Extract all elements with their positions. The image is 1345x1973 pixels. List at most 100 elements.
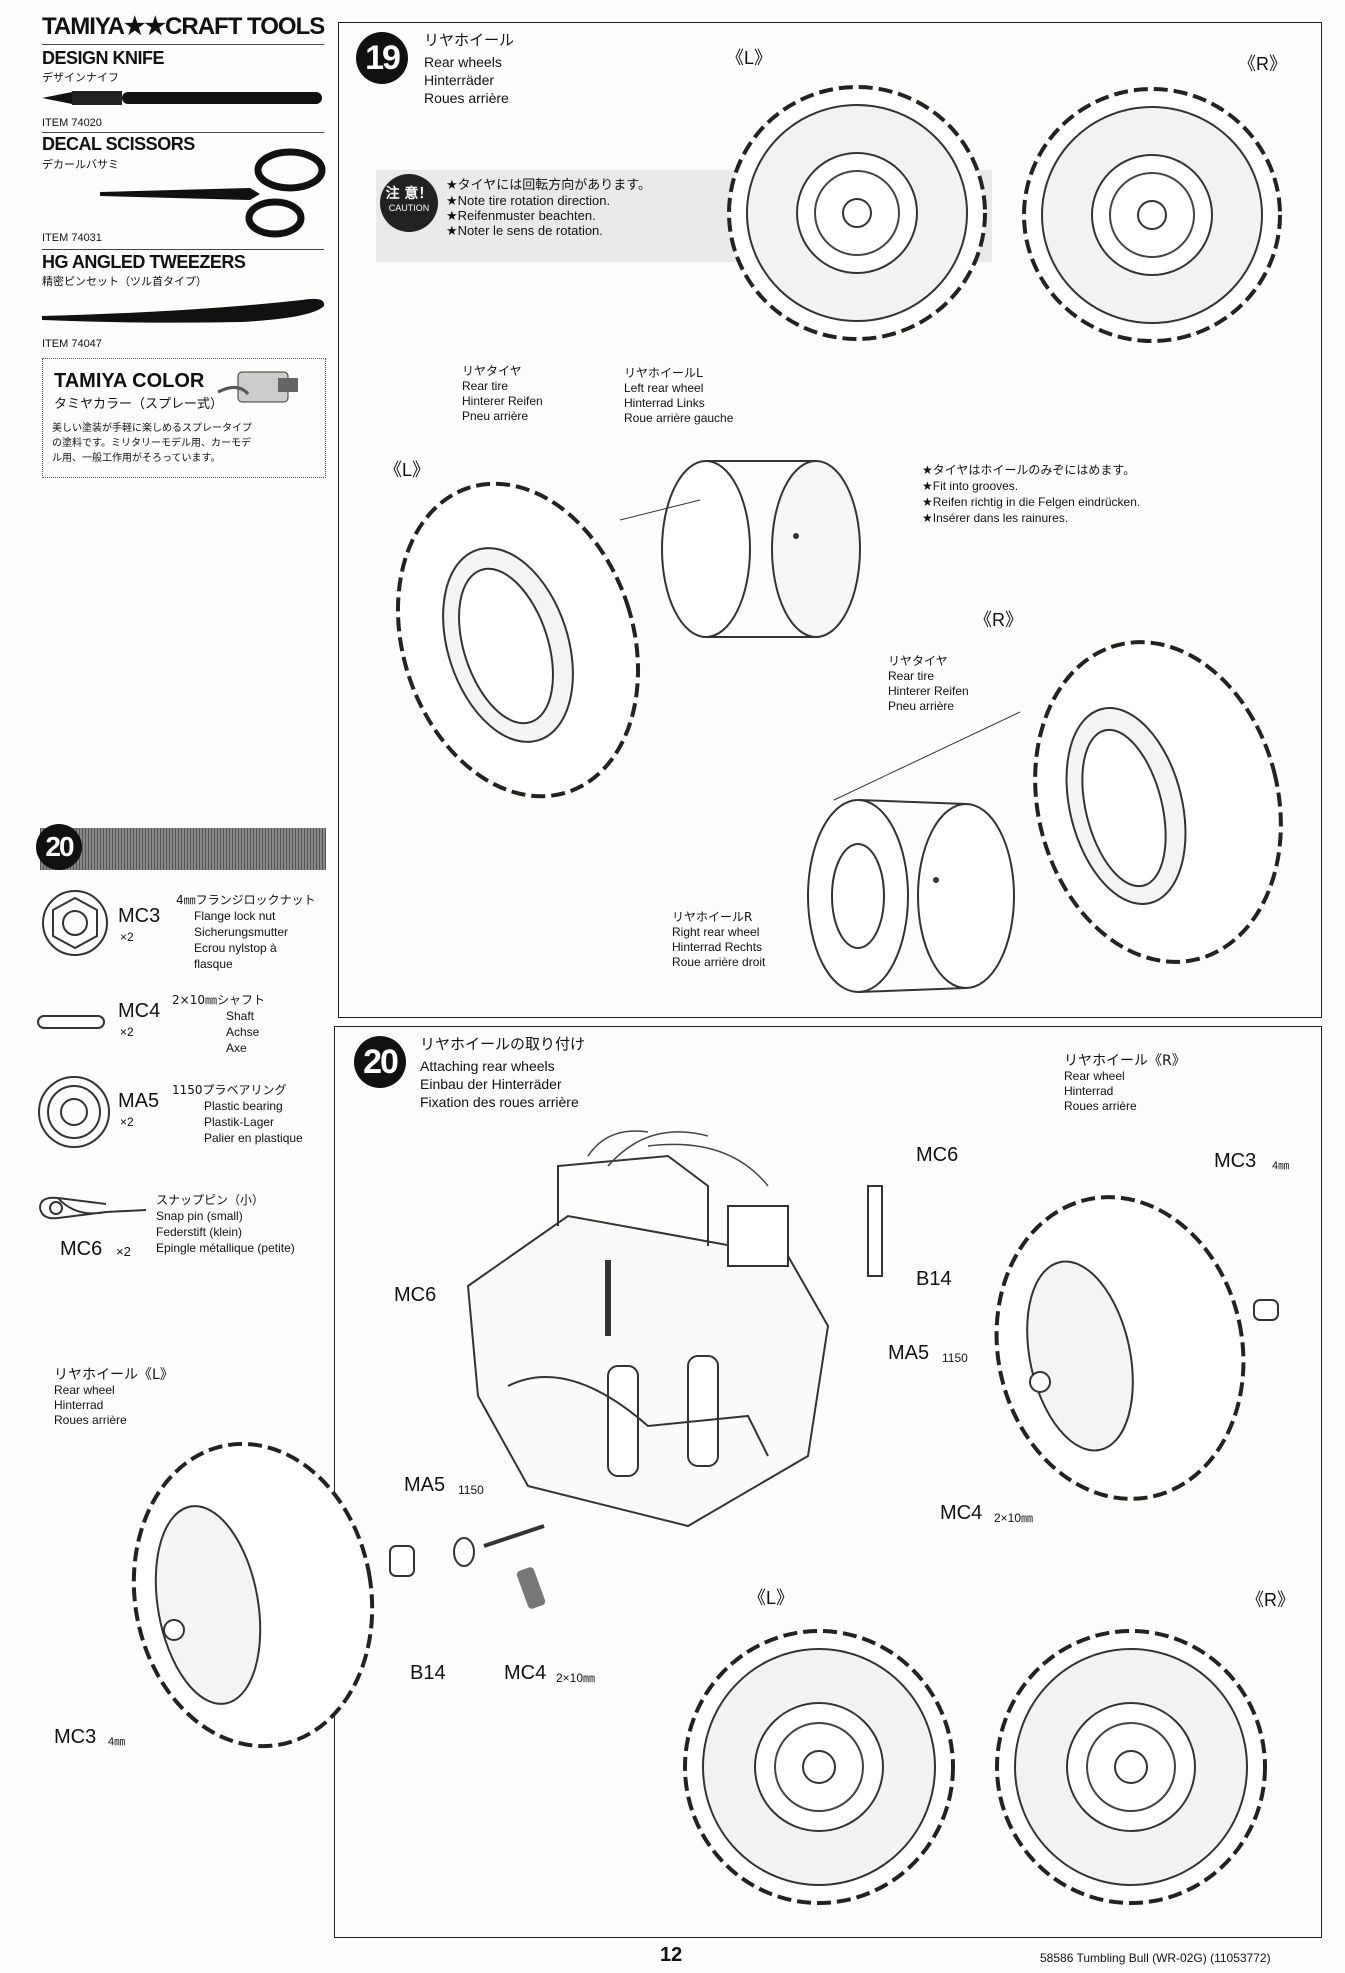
tamiya-color-box bbox=[42, 358, 326, 478]
part-fr-mc4: Axe bbox=[226, 1041, 247, 1055]
step19-title-jp: リヤホイール bbox=[424, 31, 515, 49]
right-wheel-fr: Roue arrière droit bbox=[672, 955, 766, 969]
part-en-mc6: Snap pin (small) bbox=[156, 1209, 243, 1223]
rear-tire-en: Rear tire bbox=[462, 379, 509, 393]
part-de-ma5: Plastik-Lager bbox=[204, 1115, 275, 1129]
tool-title-scissors: DECAL SCISSORS bbox=[42, 134, 195, 154]
page-number: 12 bbox=[660, 1944, 683, 1966]
rear-tire-r-label: リヤタイヤ Rear tire Hinterer Reifen Pneu arr… bbox=[888, 654, 969, 714]
left-wheel-en: Left rear wheel bbox=[624, 381, 704, 395]
wheel-l-label: リヤホイール《L》 Rear wheel Hinterrad Roues arr… bbox=[54, 1368, 174, 1428]
spray-can-icon bbox=[217, 371, 298, 403]
exploded-label-right: 《R》 bbox=[974, 610, 1023, 630]
step19-title-fr: Roues arrière bbox=[424, 90, 509, 106]
grooves-line: ★タイヤはホイールのみぞにはめます。 bbox=[922, 463, 1136, 477]
color-box-line: ル用、一般工作用がそろっています。 bbox=[52, 453, 221, 464]
step20-title-en: Attaching rear wheels bbox=[420, 1058, 555, 1074]
right-wheel-label: リヤホイールR Right rear wheel Hinterrad Recht… bbox=[672, 910, 765, 970]
step20-title-fr: Fixation des roues arrière bbox=[420, 1094, 579, 1110]
step19-panel bbox=[338, 22, 1322, 1018]
caution-line: ★Noter le sens de rotation. bbox=[446, 223, 603, 238]
tire-exploded-right bbox=[1033, 640, 1283, 964]
caution-badge-en: CAUTION bbox=[388, 203, 430, 213]
rear-tire-de: Hinterer Reifen bbox=[462, 394, 543, 408]
tool-item-tweezers: ITEM 74047 bbox=[42, 338, 102, 350]
right-wheel-en: Right rear wheel bbox=[672, 925, 760, 939]
tweezers-icon bbox=[42, 298, 325, 323]
bottom-label-left: 《L》 bbox=[748, 1588, 795, 1608]
design-knife-icon bbox=[42, 91, 322, 105]
wheel-l-jp: リヤホイール《L》 bbox=[54, 1367, 174, 1383]
step20-number: 20 bbox=[354, 1036, 406, 1088]
part-code-ma5: MA5 bbox=[118, 1090, 160, 1112]
step19-title-en: Rear wheels bbox=[424, 54, 502, 70]
tool-title-tweezers: HG ANGLED TWEEZERS bbox=[42, 252, 246, 272]
caution-line: ★タイヤには回転方向があります。 bbox=[446, 178, 651, 193]
axle-parts-left bbox=[389, 1524, 546, 1609]
rear-tire-r-jp: リヤタイヤ bbox=[888, 654, 948, 668]
callout-ma5-left: MA5 bbox=[404, 1474, 446, 1496]
bottom-label-right: 《R》 bbox=[1246, 1590, 1295, 1610]
step19-number: 19 bbox=[356, 32, 408, 84]
wheel-r-de: Hinterrad bbox=[1064, 1084, 1114, 1098]
color-box-line: の塗料です。ミリタリーモデル用、カーモデ bbox=[52, 438, 251, 449]
rear-tire-fr: Pneu arrière bbox=[462, 409, 529, 423]
part-qty-mc3: ×2 bbox=[120, 930, 134, 944]
callout-mc4-left-size: 2×10㎜ bbox=[556, 1671, 596, 1685]
caution-line: ★Reifenmuster beachten. bbox=[446, 208, 596, 223]
left-wheel-de: Hinterrad Links bbox=[624, 396, 705, 410]
step20-panel bbox=[334, 1026, 1322, 1938]
part-de-mc4: Achse bbox=[226, 1025, 260, 1039]
rear-tire-jp: リヤタイヤ bbox=[462, 364, 522, 378]
left-wheel-fr: Roue arrière gauche bbox=[624, 411, 734, 425]
caution-badge-jp: 注 意！ bbox=[385, 186, 433, 202]
callout-mc3-left-size: 4㎜ bbox=[108, 1736, 126, 1748]
part-qty-mc6: ×2 bbox=[116, 1244, 131, 1259]
flange-nut-icon bbox=[42, 890, 108, 956]
callout-ma5-right-num: 1150 bbox=[942, 1351, 968, 1365]
flange-nut-part-right bbox=[1253, 1299, 1279, 1321]
part-fr-mc3: Ecrou nylstop à bbox=[194, 941, 277, 955]
callout-mc3-right-size: 4㎜ bbox=[1272, 1160, 1290, 1172]
label-left: 《L》 bbox=[726, 48, 773, 68]
divider bbox=[42, 44, 324, 45]
rear-tire-r-en: Rear tire bbox=[888, 669, 935, 683]
tire-exploded-left bbox=[395, 481, 641, 799]
parts-header-bar bbox=[40, 828, 326, 870]
color-box-subtitle: タミヤカラー（スプレー式） bbox=[54, 397, 224, 412]
left-wheel-jp: リヤホイールL bbox=[624, 366, 703, 380]
callout-b14-left: B14 bbox=[410, 1662, 446, 1684]
right-wheel-jp: リヤホイールR bbox=[672, 910, 753, 924]
part-jp-mc4: 2×10㎜シャフト bbox=[172, 993, 265, 1007]
left-wheel-label: リヤホイールL Left rear wheel Hinterrad Links … bbox=[624, 366, 733, 426]
part-fr-mc6: Epingle métallique (petite) bbox=[156, 1241, 295, 1255]
divider bbox=[42, 132, 324, 133]
tool-item-knife: ITEM 74020 bbox=[42, 117, 102, 129]
color-box-title: TAMIYA COLOR bbox=[54, 370, 205, 392]
callout-ma5-right: MA5 bbox=[888, 1342, 930, 1364]
callout-mc4-left: MC4 bbox=[504, 1662, 547, 1684]
parts-step-number: 20 bbox=[36, 824, 82, 870]
snap-pin-icon bbox=[39, 1196, 147, 1220]
right-wheel-de: Hinterrad Rechts bbox=[672, 940, 763, 954]
tire-bottom-left bbox=[683, 1629, 955, 1905]
shaft-icon bbox=[37, 1015, 105, 1029]
rim-exploded-left bbox=[661, 460, 861, 638]
tool-jp-tweezers: 精密ピンセット（ツル首タイプ） bbox=[42, 275, 207, 288]
callout-mc4-right: MC4 bbox=[940, 1502, 983, 1524]
grooves-note: ★タイヤはホイールのみぞにはめます。 ★Fit into grooves. ★R… bbox=[922, 462, 1140, 526]
part-jp-mc3: 4㎜フランジロックナット bbox=[176, 893, 316, 907]
step19-title-de: Hinterräder bbox=[424, 72, 495, 88]
grooves-line: ★Insérer dans les rainures. bbox=[922, 511, 1069, 525]
tire-top-right bbox=[1022, 87, 1282, 343]
tire-attach-left bbox=[131, 1441, 375, 1749]
rear-tire-r-fr: Pneu arrière bbox=[888, 699, 955, 713]
divider bbox=[42, 249, 324, 250]
part-en-mc4: Shaft bbox=[226, 1009, 255, 1023]
step20-title-jp: リヤホイールの取り付け bbox=[420, 1035, 586, 1053]
part-fr2-mc3: flasque bbox=[194, 957, 233, 971]
tool-jp-scissors: デカールバサミ bbox=[42, 158, 119, 171]
part-qty-ma5: ×2 bbox=[120, 1115, 134, 1129]
tool-jp-knife: デザインナイフ bbox=[42, 71, 119, 84]
part-code-mc4: MC4 bbox=[118, 1000, 161, 1022]
